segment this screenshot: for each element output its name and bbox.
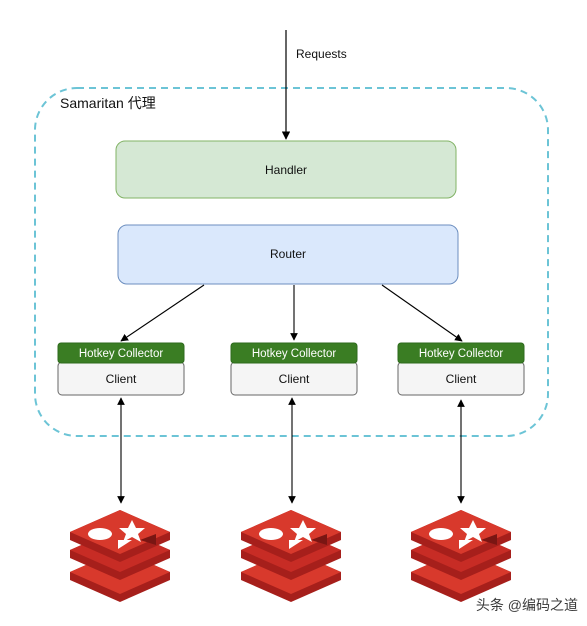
collector-3-header: Hotkey Collector	[419, 348, 504, 360]
router-to-collector-3-arrow	[381, 284, 463, 342]
handler-box	[115, 140, 457, 199]
redis-icon	[411, 510, 511, 602]
collector-3-client: Client	[446, 372, 477, 386]
collector-2-header: Hotkey Collector	[252, 348, 337, 360]
redis-icon	[70, 510, 170, 602]
proxy-boundary	[34, 87, 549, 437]
collector-2-client: Client	[279, 372, 310, 386]
requests-label: Requests	[296, 47, 347, 61]
router-box	[117, 224, 459, 285]
router-label: Router	[270, 247, 306, 261]
watermark: 头条 @编码之道	[476, 597, 578, 613]
hotkey-collector-2: Hotkey Collector Client	[230, 342, 358, 396]
collector-1-client: Client	[106, 372, 137, 386]
hotkey-collector-1: Hotkey Collector Client	[57, 342, 185, 396]
redis-icon	[241, 510, 341, 602]
proxy-label: Samaritan 代理	[60, 95, 156, 111]
collector-1-header: Hotkey Collector	[79, 348, 164, 360]
handler-label: Handler	[265, 163, 307, 177]
hotkey-collector-3: Hotkey Collector Client	[397, 342, 525, 396]
router-to-collector-1-arrow	[120, 284, 205, 342]
